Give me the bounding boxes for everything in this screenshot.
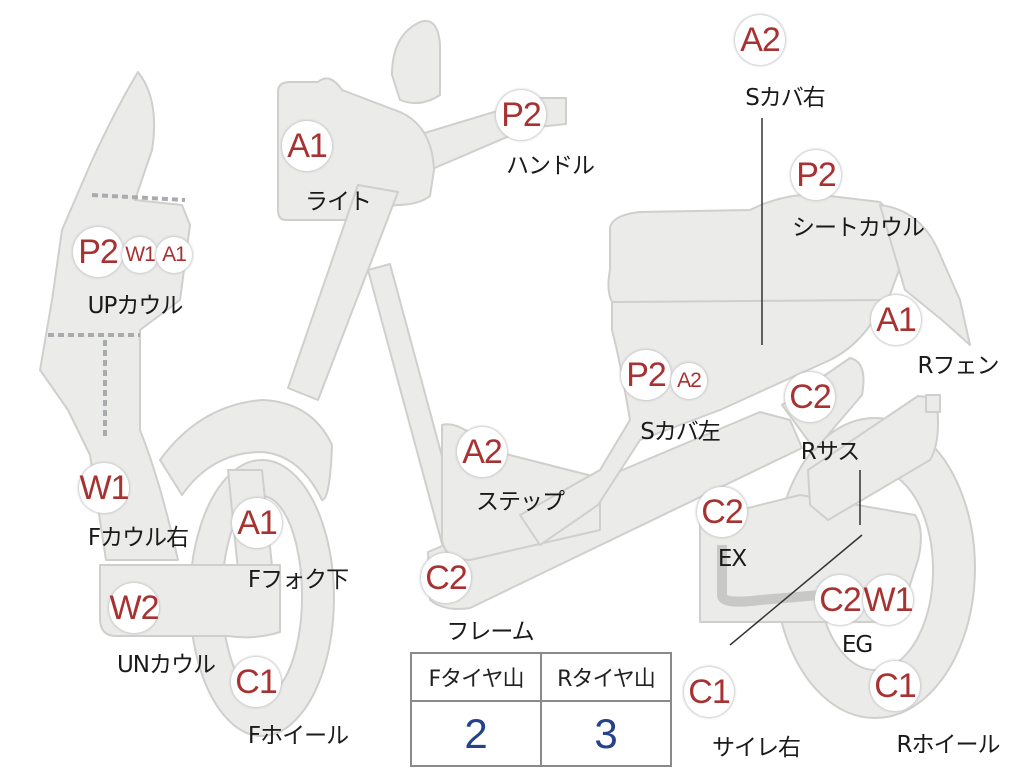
frame-shape <box>427 411 803 610</box>
r-suspension-code-badge: C2 <box>785 372 835 422</box>
panel-seams <box>48 193 186 440</box>
tail-shape <box>879 204 971 346</box>
r-fender-label: Rフェン <box>917 353 1000 379</box>
silencer-right-code-badge: C1 <box>684 667 734 717</box>
up-cowl-code-badge: P2 <box>73 227 123 277</box>
un-cowl-code-badge: W2 <box>109 583 160 633</box>
rear-tire-value: 3 <box>540 700 672 767</box>
f-cowl-right-label: Fカウル右 <box>87 525 189 551</box>
front-tire-value: 2 <box>410 700 542 767</box>
headlight-shape <box>277 77 435 221</box>
front-tire-header: Fタイヤ山 <box>410 652 542 702</box>
s-cover-left-code-badge: P2 <box>621 350 671 400</box>
f-wheel-label: Fホイール <box>247 723 349 749</box>
frame-code-badge: C2 <box>421 553 471 603</box>
frame-label: フレーム <box>446 619 534 645</box>
s-cover-right-code-badge: A2 <box>735 15 785 65</box>
f-fork-lower-code-badge: A1 <box>232 498 282 548</box>
f-fork-lower-label: Fフォク下 <box>247 567 349 593</box>
light-label: ライト <box>305 189 372 215</box>
steering-column-shape <box>287 184 399 401</box>
r-wheel-label: Rホイール <box>896 732 1001 758</box>
tire-table-header-row: Fタイヤ山 Rタイヤ山 <box>410 652 672 702</box>
front-fender-shape <box>159 399 333 501</box>
f-wheel-code-badge: C1 <box>231 657 281 707</box>
up-cowl-label: UPカウル <box>87 293 184 319</box>
s-cover-right-label: Sカバ右 <box>745 85 826 111</box>
step-label: ステップ <box>476 489 565 515</box>
r-suspension-label: Rサス <box>800 439 861 465</box>
front-cowl-shape <box>39 71 191 561</box>
engine-label: EG <box>841 632 873 658</box>
engine-code-badge: W1 <box>863 575 914 625</box>
leader-lines <box>729 118 863 646</box>
tire-table-value-row: 2 3 <box>410 700 672 767</box>
r-wheel-code-badge: C1 <box>870 661 920 711</box>
seat-cowl-code-badge: P2 <box>791 150 841 200</box>
rear-tire-header: Rタイヤ山 <box>540 652 672 702</box>
handle-code-badge: P2 <box>496 90 546 140</box>
seam-line <box>91 193 186 202</box>
engine-code-badge: C2 <box>815 575 865 625</box>
exhaust-label: EX <box>717 546 747 572</box>
up-cowl-code-badge: A1 <box>156 237 192 273</box>
step-code-badge: A2 <box>457 427 507 477</box>
un-cowl-label: UNカウル <box>116 652 216 678</box>
handle-label: ハンドル <box>506 153 595 179</box>
exhaust-code-badge: C2 <box>697 487 747 537</box>
r-fender-code-badge: A1 <box>871 295 921 345</box>
seat-cowl-label: シートカウル <box>792 215 925 241</box>
f-cowl-right-code-badge: W1 <box>79 463 130 513</box>
mirror-shape <box>391 20 441 105</box>
silencer-right-leader <box>729 534 863 646</box>
silencer-tip-shape <box>925 394 941 413</box>
tire-tread-table: Fタイヤ山 Rタイヤ山 2 3 <box>410 652 672 767</box>
up-cowl-code-badge: W1 <box>122 237 158 273</box>
s-cover-left-code-badge: A2 <box>671 363 707 399</box>
light-code-badge: A1 <box>282 121 332 171</box>
s-cover-left-label: Sカバ左 <box>640 419 721 445</box>
silencer-right-label: サイレ右 <box>712 735 801 761</box>
exhaust-pipe-shape <box>717 545 821 607</box>
